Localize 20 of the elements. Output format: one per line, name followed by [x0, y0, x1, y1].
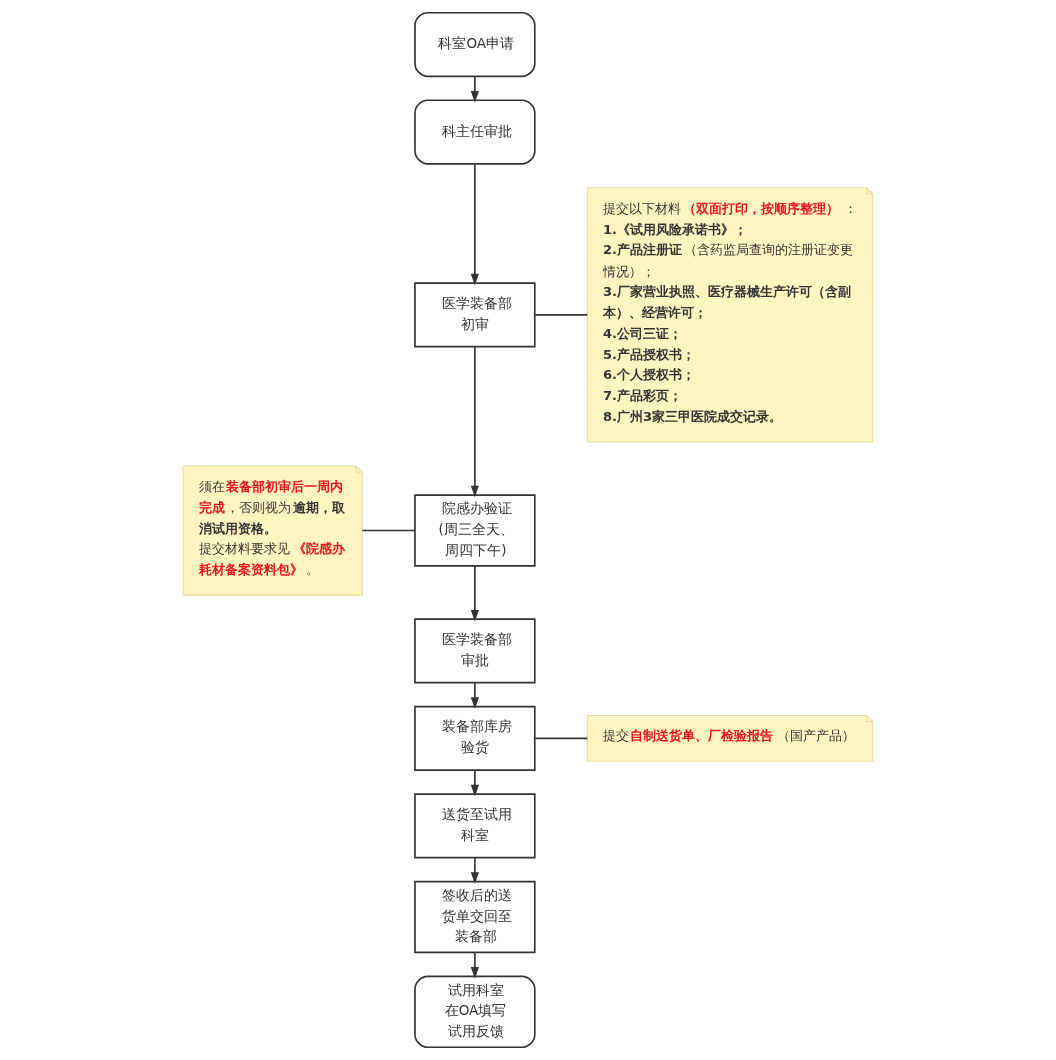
arrow	[470, 565, 479, 622]
arrow	[470, 346, 479, 498]
node-box: 试用科室在OA填写试用反馈	[414, 975, 536, 1049]
node-box: 科室OA申请	[414, 11, 536, 78]
arrow	[470, 769, 479, 797]
arrow	[470, 857, 479, 884]
connector	[534, 314, 589, 316]
node-box: 签收后的送货单交回至装备部	[414, 880, 536, 954]
arrow	[470, 163, 479, 286]
node-box: 医学装备部初审	[414, 282, 536, 348]
node-box: 装备部库房验货	[414, 705, 536, 771]
node-box: 科主任审批	[414, 99, 536, 165]
node-box: 送货至试用科室	[414, 793, 536, 859]
connector	[534, 737, 589, 740]
node-box: 院感办验证(周三全天、周四下午)	[414, 494, 536, 567]
node-box: 医学装备部审批	[414, 618, 536, 684]
connector	[361, 529, 416, 532]
arrow	[470, 681, 479, 710]
arrow	[470, 75, 479, 103]
arrow	[470, 951, 479, 979]
